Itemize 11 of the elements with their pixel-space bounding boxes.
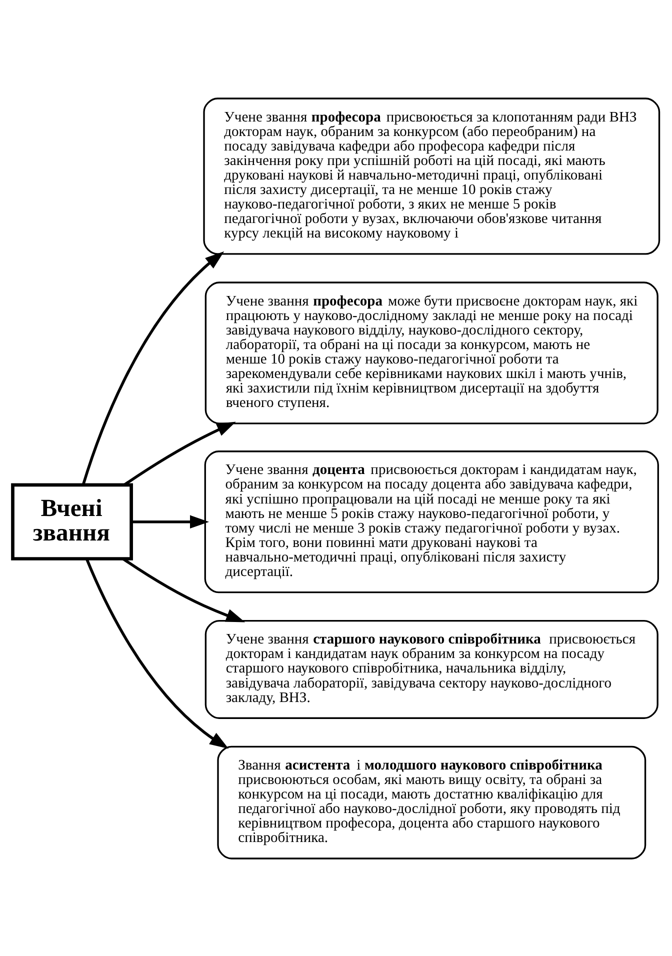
node-box: Учене звання старшого наукового співробітника присвоюється докторам і кандидатам наук обраним за конкурсом на посаду старшого наукового співробітника, начальника відділу, завідувача лабораторії, завідувача сектору науково-дослідного закладу, ВНЗ.: [204, 620, 658, 718]
arrow: [122, 557, 246, 622]
arrow: [131, 514, 210, 528]
node-box: Учене звання професора може бути присвоєне докторам наук, які працюють у науково-дослідному закладі не менше року на посаді завідувача наукового відділу, науково-дослідного сектору, лабораторії, та обрані на ці посади за конкурсом, мають не менше 10 років стажу науково-педагогічної роботи та зарекомендували себе керівниками наукових шкіл і мають учнів, які захистили під їхнім керівництвом дисертації на здобуття вченого ступеня.: [204, 281, 658, 424]
arrow: [82, 250, 224, 485]
arrow: [124, 421, 236, 486]
node-box: Вчені звання: [11, 482, 133, 560]
node-box: Учене звання доцента присвоюється докторам і кандидатам наук, обраним за конкурсом на посаду доцента або завідувача кафедри, які успішно пропрацювали на цій посаді не менше року та які мають не менше 5 років стажу науково-педагогічної роботи, у тому числі не менше 3 років стажу педагогічної роботи у вузах. Крім того, вони повинні мати друковані наукові та навчально-методичні праці, опубліковані після захисту дисертації.: [204, 450, 659, 593]
node-box: Учене звання професора присвоюється за клопотанням ради ВНЗ докторам наук, обраним за конкурсом (або переобраним) на посаду завідувача кафедри або професора кафедри після закінчення року при успішній роботі на цій посаді, які мають друковані наукові й навчально-методичні праці, опубліковані після захисту дисертації, та не менше 10 років стажу науково-педагогічної роботи, з яких не менше 5 років педагогічної роботи у вузах, включаючи обов'язкове читання курсу лекцій на високому науковому і: [203, 97, 660, 254]
arrow: [85, 558, 229, 748]
node-box: Звання асистента і молодшого наукового співробітника присвоюються особам, які мають вищу освіту, та обрані за конкурсом на ці посади, мають достатню кваліфікацію для педагогічної або науково-дослідної роботи, яку проводять під керівництвом професора, доцента або старшого наукового співробітника.: [217, 745, 646, 859]
